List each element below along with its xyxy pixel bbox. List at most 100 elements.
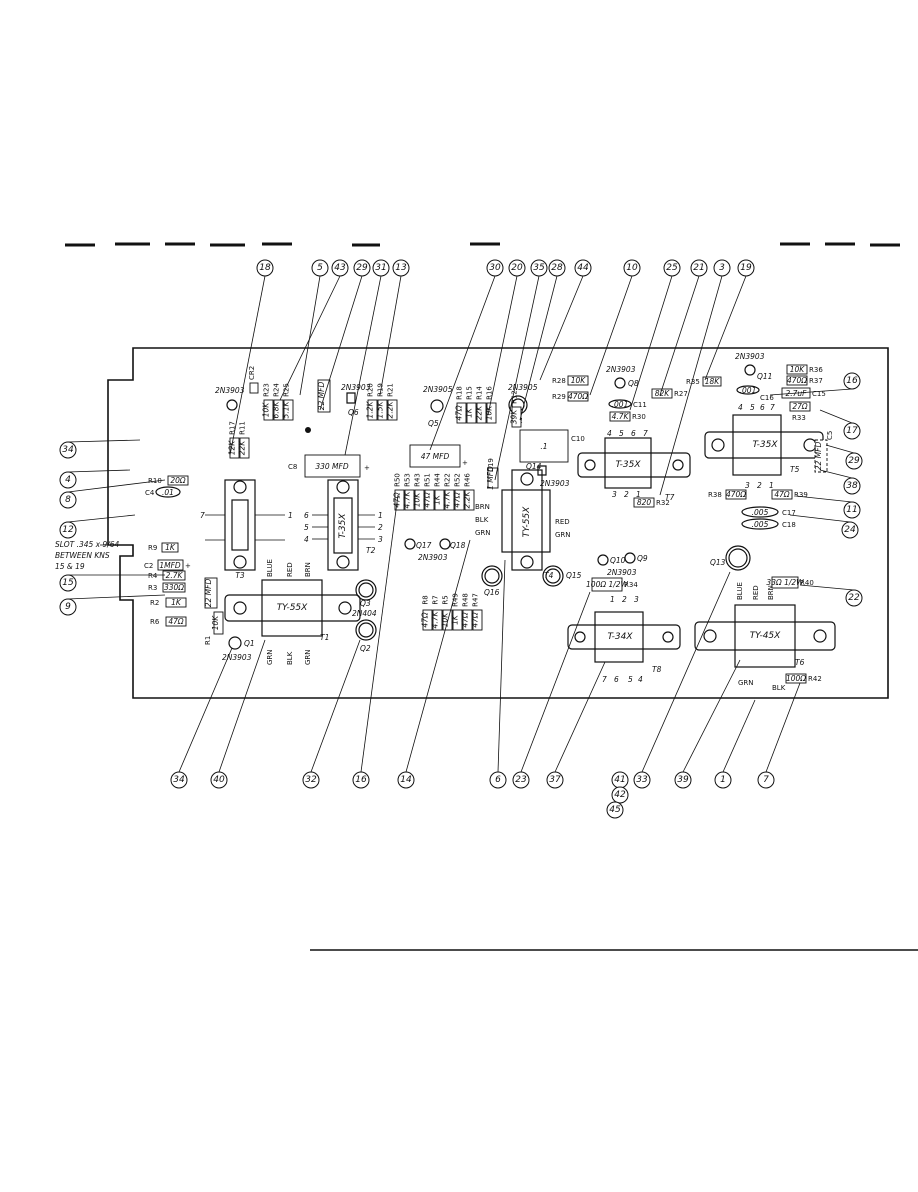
callout-number: 16 — [355, 775, 367, 785]
c16-value: .001 — [740, 386, 757, 395]
pin-label: 2 — [757, 481, 762, 490]
transistor-q10: Q10 2N3903 — [597, 554, 637, 577]
q14-type: 2N3903 — [540, 479, 570, 488]
c15-value: 2.7uF — [786, 389, 808, 398]
pin-label: 5 — [304, 523, 309, 532]
resistor-value: 6.8K — [272, 401, 281, 419]
q10-label: Q10 — [610, 556, 626, 565]
q8-type: 2N3903 — [606, 365, 636, 374]
r4-label: R4 — [148, 572, 158, 580]
resistor-r39: 47Ω R39 — [771, 489, 808, 500]
resistor-label: R17 — [229, 421, 237, 435]
resistor-r35: 18K R35 — [686, 376, 722, 387]
c19-value: 1 MFD — [486, 466, 495, 490]
wire-grn: GRN — [475, 529, 491, 537]
callout-28: 28 — [519, 259, 566, 421]
transformer-t5: T-35X T5 4 5 6 7 3 2 1 — [704, 403, 824, 490]
callout-18: 18 — [229, 259, 274, 456]
wire-blk: BLK — [286, 651, 294, 665]
c6-value: 47 MFD — [421, 452, 450, 461]
resistor-value: 47Ω — [471, 612, 480, 628]
t8-body-label: T-34X — [607, 632, 633, 642]
resistor-label: R7 — [432, 595, 440, 604]
callout-12: 12 — [59, 514, 136, 539]
callout-number: 16 — [846, 376, 858, 386]
c10-value: .1 — [540, 442, 547, 451]
callout-number: 25 — [666, 263, 678, 273]
callout-number: 7 — [763, 775, 769, 785]
callout-number: 8 — [65, 495, 71, 505]
r2-value: 1K — [171, 598, 182, 607]
c9-value: 22 MFD — [317, 382, 326, 411]
callout-number: 40 — [213, 775, 225, 785]
callout-44: 44 — [539, 259, 592, 381]
c10-label: C10 — [571, 435, 585, 443]
q1-label: Q1 — [244, 639, 255, 648]
slot-note-line: SLOT .345 x 9/64 — [55, 540, 120, 549]
resistor-label: R51 — [424, 473, 432, 487]
capacitor-c19: 1 MFD C19 — [486, 458, 499, 490]
resistor-label: R48 — [462, 593, 470, 607]
resistor-value: 2.2K — [386, 401, 395, 419]
r3-value: 330Ω — [164, 583, 184, 592]
r35-label: R35 — [686, 378, 700, 386]
callout-number: 3 — [719, 263, 725, 273]
q2-type: 2N404 — [352, 609, 377, 618]
callout-45: 45 — [606, 801, 624, 819]
wire-grn: GRN — [555, 531, 571, 539]
r3-label: R3 — [148, 584, 157, 592]
r39-value: 47Ω — [774, 490, 790, 499]
callout-13: 13 — [379, 259, 410, 396]
t5-label: T5 — [790, 465, 800, 474]
q4-type: 2N3905 — [508, 383, 538, 392]
resistor-value: 10K — [441, 612, 450, 628]
callout-7: 7 — [757, 682, 801, 789]
transformer-t2: 6 5 4 1 2 3 T-35X T2 — [304, 479, 383, 571]
wire-blk: BLK — [475, 516, 489, 524]
callout-20: 20 — [487, 259, 526, 416]
capacitor-c15: 2.7uF C15 — [781, 387, 826, 399]
pin-label: 3 — [634, 595, 639, 604]
resistor-label: R47 — [472, 593, 480, 607]
transistor-q15: Q15 — [542, 565, 582, 587]
callout-32: 32 — [302, 639, 361, 789]
q3-label: Q3 — [360, 599, 371, 608]
callout-34: 34 — [59, 439, 141, 459]
transistor-q11: Q11 2N3903 — [735, 352, 772, 381]
capacitor-c8: 330 MFD C8 + — [288, 454, 370, 478]
t7-body-label: T-35X — [615, 460, 641, 470]
r33-label: R33 — [792, 414, 806, 422]
transistor-q1: Q1 2N3903 — [222, 636, 255, 662]
callout-5: 5 — [299, 259, 329, 396]
callout-3: 3 — [659, 259, 731, 496]
callout-number: 39 — [677, 775, 689, 785]
capacitor-c17: .005 C17 — [741, 506, 796, 518]
callout-number: 5 — [317, 263, 323, 273]
transformer-t7: T-35X T7 4 5 6 7 3 2 1 — [577, 429, 691, 502]
callout-number: 18 — [259, 263, 271, 273]
svg-text:+: + — [364, 464, 370, 472]
t6-body-label: TY-45X — [750, 631, 781, 641]
c4-label: C4 — [145, 489, 155, 497]
resistor-label: R24 — [273, 383, 281, 397]
resistor-r34: 100Ω 1/2W R34 — [586, 577, 638, 592]
callout-number: 17 — [846, 426, 858, 436]
capacitor-c3: 22 MFD — [204, 577, 218, 609]
resistor-value: 22K — [238, 440, 247, 456]
resistor-value: 10K — [485, 405, 494, 421]
resistor-label: R23 — [263, 383, 271, 397]
resistor-r32: 820 R32 — [633, 497, 670, 508]
callout-number: 32 — [305, 775, 317, 785]
pin-label: 1 — [378, 511, 383, 520]
pin-label: 1 — [610, 595, 615, 604]
resistor-r2: 1K R2 — [150, 597, 187, 608]
resistor-r27: 82K R27 — [651, 388, 688, 399]
wire-brn: BRN — [304, 562, 312, 577]
